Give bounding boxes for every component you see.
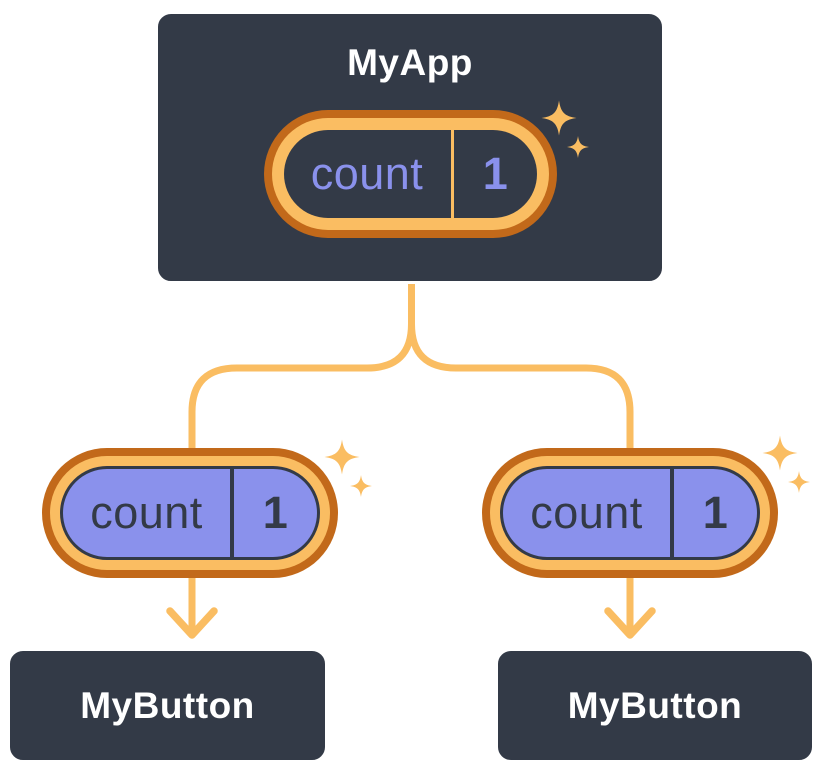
pill-divider	[670, 469, 674, 557]
component-title: MyButton	[80, 684, 255, 726]
sparkle-icon	[324, 439, 372, 497]
state-pill: count 1	[263, 110, 557, 238]
prop-pill-body: count 1	[60, 466, 320, 560]
pill-divider	[230, 469, 234, 557]
state-value: 1	[482, 148, 508, 199]
prop-name: count	[530, 487, 643, 538]
component-box-mybutton-left: MyButton	[7, 648, 328, 763]
branch-line-right	[408, 280, 634, 634]
state-pill-body: count 1	[283, 130, 537, 218]
sparkle-icon	[541, 100, 589, 158]
prop-value: 1	[262, 487, 288, 538]
branch-line-left	[188, 280, 415, 634]
sparkle-icon	[762, 435, 810, 493]
component-box-myapp: MyApp count 1	[155, 11, 665, 284]
component-title: MyApp	[347, 42, 473, 83]
prop-pill-right: count 1	[482, 448, 778, 578]
arrow-down-icon	[166, 607, 218, 639]
prop-pill-left: count 1	[42, 448, 338, 578]
prop-value: 1	[702, 487, 728, 538]
prop-name: count	[90, 487, 203, 538]
component-title: MyButton	[567, 684, 743, 726]
state-name: count	[310, 148, 424, 199]
component-box-mybutton-right: MyButton	[495, 648, 815, 763]
prop-pill-body: count 1	[500, 466, 760, 560]
prop-pill-ring: count 1	[490, 456, 770, 570]
state-pill-ring: count 1	[271, 118, 549, 230]
arrow-down-icon	[604, 607, 656, 639]
prop-pill-ring: count 1	[50, 456, 330, 570]
pill-divider	[450, 130, 454, 218]
